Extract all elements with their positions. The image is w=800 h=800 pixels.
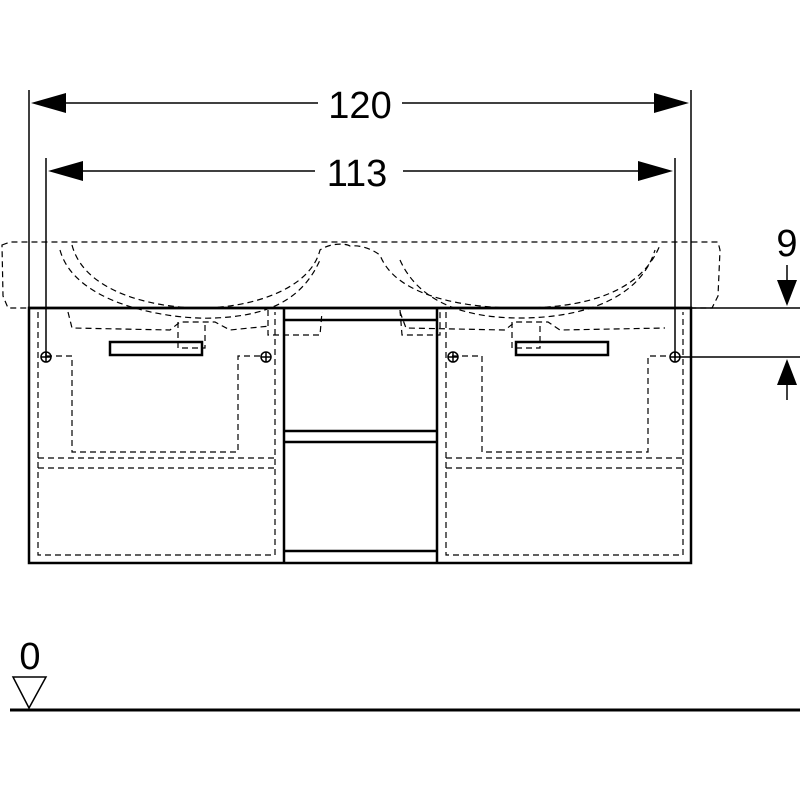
cabinet-outer-frame xyxy=(27,306,693,565)
left-bowl-inner xyxy=(59,249,321,319)
dimension-overall-width: 120 xyxy=(28,85,692,310)
mounting-point-icon xyxy=(447,351,459,363)
mounting-point-icon xyxy=(260,351,272,363)
center-overflow-left xyxy=(267,310,323,336)
arrowhead-up-icon xyxy=(777,359,797,385)
dimension-height-offset: 9 xyxy=(680,223,800,400)
left-drain-outline xyxy=(177,322,206,349)
right-drawer-handle xyxy=(514,340,610,357)
basin-outer-outline xyxy=(1,241,721,309)
floor-level-label: 0 xyxy=(19,636,40,678)
level-triangle-icon xyxy=(11,676,48,710)
arrowhead-left-icon xyxy=(31,93,66,113)
mounting-point-icon xyxy=(40,351,52,363)
dimension-mounting-width: 113 xyxy=(45,153,676,358)
right-bowl-inner xyxy=(399,249,656,319)
right-drawer-siphon-cutout xyxy=(452,355,670,453)
left-drawer-outline xyxy=(37,312,276,556)
height-offset-label: 9 xyxy=(776,223,797,265)
arrowhead-left-inner-icon xyxy=(48,161,83,181)
right-drawer-outline xyxy=(445,312,684,556)
right-drain-outline xyxy=(511,322,541,349)
basin-bowls-outline xyxy=(71,243,661,309)
center-overflow-right xyxy=(399,309,441,336)
mounting-point-icon xyxy=(669,351,681,363)
left-drawer-siphon-cutout xyxy=(46,355,262,453)
left-drawer-handle xyxy=(108,340,204,357)
floor-level-marker: 0 xyxy=(10,636,800,712)
arrowhead-right-icon xyxy=(654,93,689,113)
arrowhead-down-icon xyxy=(777,280,797,306)
arrowhead-right-inner-icon xyxy=(638,161,673,181)
double-washbasin-outline xyxy=(1,241,721,349)
vanity-cabinet xyxy=(27,306,693,565)
overall-width-label: 120 xyxy=(328,85,391,127)
mounting-width-label: 113 xyxy=(327,153,388,195)
